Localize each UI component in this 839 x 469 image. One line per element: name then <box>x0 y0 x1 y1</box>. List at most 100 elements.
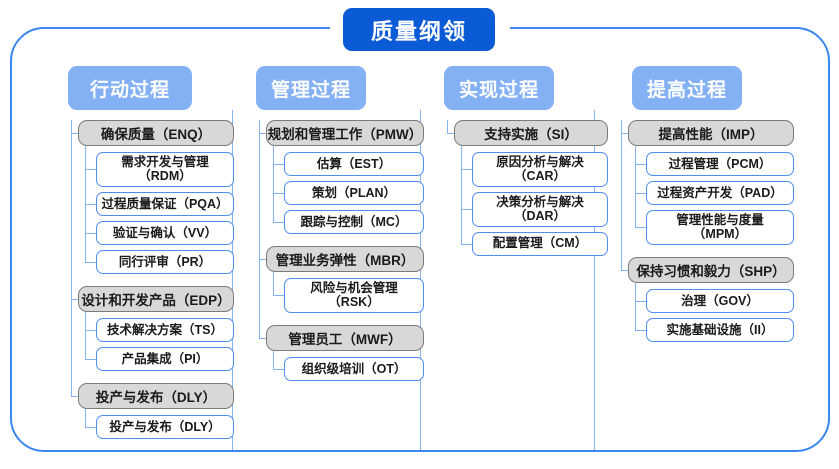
group-box[interactable]: 管理业务弹性（MBR） <box>266 246 424 272</box>
subtrunk-connector <box>461 146 462 244</box>
process-group: 提高性能（IMP） 过程管理（PCM） 过程资产开发（PAD） 管理性能与度量（MPM… <box>614 120 794 245</box>
process-group: 投产与发布（DLY） 投产与发布（DLY） <box>64 382 234 439</box>
child-stub-connector <box>85 169 97 171</box>
child-stub-connector <box>635 193 647 194</box>
practice-box[interactable]: 过程资产开发（PAD） <box>646 181 794 205</box>
process-group: 管理业务弹性（MBR） 风险与机会管理（RSK） <box>252 246 424 313</box>
group-box[interactable]: 管理员工（MWF） <box>266 324 424 351</box>
group-stub-connector <box>447 133 455 134</box>
practice-box[interactable]: 管理性能与度量（MPM） <box>646 210 794 245</box>
child-stub-connector <box>273 295 285 297</box>
group-children: 原因分析与解决（CAR） 决策分析与解决（DAR） 配置管理（CM） <box>440 146 608 256</box>
column-tree-1: 确保质量（ENQ） 需求开发与管理（RDM） 过程质量保证（PQA） 验证与确认（VV… <box>64 120 234 439</box>
practice-box[interactable]: 过程管理（PCM） <box>646 152 794 176</box>
subtrunk-connector <box>273 350 274 369</box>
group-children: 风险与机会管理（RSK） <box>252 272 424 313</box>
process-column-3: 实现过程支持实施（SI） 原因分析与解决（CAR） 决策分析与解决（DAR） 配置管理… <box>440 66 608 261</box>
column-header-1[interactable]: 行动过程 <box>68 66 192 110</box>
column-separator-1 <box>232 110 233 450</box>
child-stub-connector <box>85 232 97 234</box>
practice-box[interactable]: 验证与确认（VV） <box>96 220 234 245</box>
column-header-4[interactable]: 提高过程 <box>632 66 742 110</box>
group-box[interactable]: 设计和开发产品（EDP） <box>78 285 234 312</box>
child-stub-connector <box>635 300 647 302</box>
child-stub-connector <box>273 193 285 194</box>
subtrunk-connector <box>273 272 274 296</box>
group-stub-connector <box>259 259 267 260</box>
group-box[interactable]: 提高性能（IMP） <box>628 120 794 146</box>
child-stub-connector <box>85 203 97 205</box>
practice-box[interactable]: 产品集成（PI） <box>96 346 234 371</box>
subtrunk-connector <box>273 146 274 222</box>
child-stub-connector <box>635 164 647 165</box>
group-box[interactable]: 规划和管理工作（PMW） <box>266 120 424 146</box>
process-column-1: 行动过程确保质量（ENQ） 需求开发与管理（RDM） 过程质量保证（PQA） 验证与确… <box>64 66 234 444</box>
practice-box[interactable]: 同行评审（PR） <box>96 249 234 274</box>
practice-box[interactable]: 过程质量保证（PQA） <box>96 191 234 216</box>
group-children: 估算（EST） 策划（PLAN） 跟踪与控制（MC） <box>252 146 424 234</box>
practice-box[interactable]: 策划（PLAN） <box>284 181 424 205</box>
process-group: 支持实施（SI） 原因分析与解决（CAR） 决策分析与解决（DAR） 配置管理（CM） <box>440 120 608 256</box>
process-group: 规划和管理工作（PMW） 估算（EST） 策划（PLAN） 跟踪与控制（MC） <box>252 120 424 234</box>
practice-box[interactable]: 跟踪与控制（MC） <box>284 210 424 234</box>
practice-box[interactable]: 原因分析与解决（CAR） <box>472 152 608 187</box>
practice-box[interactable]: 投产与发布（DLY） <box>96 414 234 439</box>
child-stub-connector <box>273 164 285 165</box>
practice-box[interactable]: 需求开发与管理（RDM） <box>96 152 234 187</box>
trunk-connector <box>71 120 72 396</box>
practice-box[interactable]: 治理（GOV） <box>646 288 794 313</box>
practice-box[interactable]: 决策分析与解决（DAR） <box>472 191 608 227</box>
child-stub-connector <box>461 243 473 245</box>
child-stub-connector <box>85 358 97 360</box>
subtrunk-connector <box>85 311 86 359</box>
process-column-4: 提高过程提高性能（IMP） 过程管理（PCM） 过程资产开发（PAD） 管理性能与度量… <box>614 66 794 347</box>
group-box[interactable]: 确保质量（ENQ） <box>78 120 234 146</box>
process-group: 管理员工（MWF） 组织级培训（OT） <box>252 324 424 381</box>
group-stub-connector <box>71 395 79 397</box>
group-stub-connector <box>259 337 267 339</box>
group-stub-connector <box>621 133 629 134</box>
group-children: 需求开发与管理（RDM） 过程质量保证（PQA） 验证与确认（VV） 同行评审（PR） <box>64 146 234 274</box>
process-group: 设计和开发产品（EDP） 技术解决方案（TS） 产品集成（PI） <box>64 285 234 371</box>
child-stub-connector <box>635 227 647 229</box>
column-header-3[interactable]: 实现过程 <box>444 66 554 110</box>
child-stub-connector <box>85 261 97 263</box>
child-stub-connector <box>85 329 97 331</box>
column-tree-4: 提高性能（IMP） 过程管理（PCM） 过程资产开发（PAD） 管理性能与度量（MPM… <box>614 120 794 342</box>
column-header-2[interactable]: 管理过程 <box>256 66 366 110</box>
page-title: 质量纲领 <box>343 8 495 51</box>
process-group: 确保质量（ENQ） 需求开发与管理（RDM） 过程质量保证（PQA） 验证与确认（VV… <box>64 120 234 274</box>
group-box[interactable]: 投产与发布（DLY） <box>78 382 234 409</box>
column-tree-3: 支持实施（SI） 原因分析与解决（CAR） 决策分析与解决（DAR） 配置管理（CM） <box>440 120 608 256</box>
practice-box[interactable]: 估算（EST） <box>284 152 424 176</box>
practice-box[interactable]: 配置管理（CM） <box>472 231 608 256</box>
column-tree-2: 规划和管理工作（PMW） 估算（EST） 策划（PLAN） 跟踪与控制（MC） 管理业务… <box>252 120 424 381</box>
group-children: 治理（GOV） 实施基础设施（II） <box>614 282 794 342</box>
group-stub-connector <box>71 298 79 300</box>
practice-box[interactable]: 实施基础设施（II） <box>646 317 794 342</box>
child-stub-connector <box>273 222 285 223</box>
group-children: 组织级培训（OT） <box>252 350 424 381</box>
group-stub-connector <box>259 133 267 134</box>
process-group: 保持习惯和毅力（SHP） 治理（GOV） 实施基础设施（II） <box>614 256 794 342</box>
child-stub-connector <box>461 209 473 211</box>
column-separator-3 <box>594 110 595 450</box>
subtrunk-connector <box>635 282 636 330</box>
subtrunk-connector <box>635 146 636 228</box>
trunk-connector <box>259 120 260 338</box>
subtrunk-connector <box>85 408 86 427</box>
trunk-connector <box>447 120 448 133</box>
group-box[interactable]: 支持实施（SI） <box>454 120 608 146</box>
practice-box[interactable]: 风险与机会管理（RSK） <box>284 278 424 313</box>
practice-box[interactable]: 组织级培训（OT） <box>284 356 424 381</box>
practice-box[interactable]: 技术解决方案（TS） <box>96 317 234 342</box>
group-children: 过程管理（PCM） 过程资产开发（PAD） 管理性能与度量（MPM） <box>614 146 794 245</box>
trunk-connector <box>621 120 622 270</box>
group-box[interactable]: 保持习惯和毅力（SHP） <box>628 256 794 283</box>
group-children: 技术解决方案（TS） 产品集成（PI） <box>64 311 234 371</box>
child-stub-connector <box>461 169 473 171</box>
group-children: 投产与发布（DLY） <box>64 408 234 439</box>
child-stub-connector <box>273 368 285 370</box>
child-stub-connector <box>635 329 647 331</box>
group-stub-connector <box>71 133 79 134</box>
